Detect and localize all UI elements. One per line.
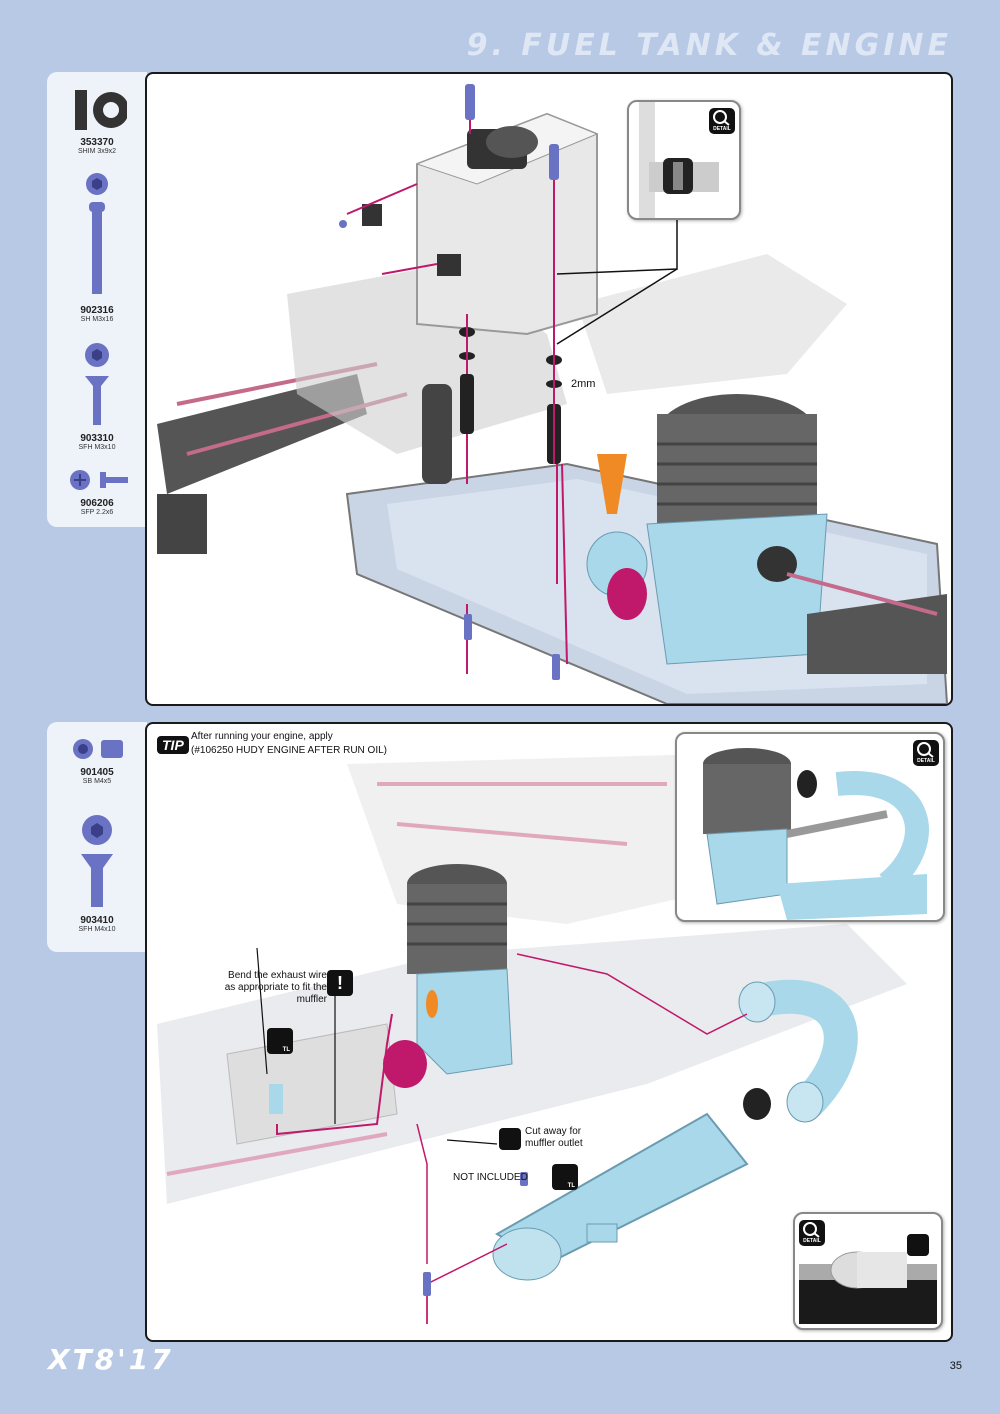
part-screw-sfp: 906206 SFP 2.2x6 <box>47 467 147 516</box>
assembly-step-exhaust: TIP After running your engine, apply (#1… <box>145 722 953 1342</box>
parts-column-top: 353370 SHIM 3x9x2 902316 SH M3x16 903310… <box>47 72 147 527</box>
muffler-outlet-detail-illustration <box>799 1251 937 1324</box>
part-desc: SHIM 3x9x2 <box>77 148 117 155</box>
magnifier-icon <box>917 742 934 758</box>
shim-detail-illustration <box>639 102 719 218</box>
warning-icon: ! <box>327 970 353 996</box>
threadlock-icon-2: TL <box>552 1164 578 1190</box>
detail-inset-engine-exhaust: DETAIL <box>675 732 945 922</box>
part-set-screw: 901405 SB M4x5 <box>47 736 147 785</box>
detail-icon: DETAIL <box>799 1220 825 1246</box>
part-code: 353370 <box>80 137 114 148</box>
part-code: 903410 <box>80 915 114 926</box>
page-title: 9. FUEL TANK & ENGINE <box>466 28 952 63</box>
part-screw-sfh-m4: 903410 SFH M4x10 <box>47 814 147 933</box>
part-screw-sfh-m3: 903310 SFH M3x10 <box>47 342 147 451</box>
part-code: 901405 <box>80 767 114 778</box>
part-code: 902316 <box>80 305 114 316</box>
part-desc: SH M3x16 <box>80 316 114 323</box>
magnifier-icon <box>803 1222 820 1238</box>
detail-icon: DETAIL <box>709 108 735 134</box>
cut-icon <box>499 1128 521 1150</box>
exhaust-wire-note: Bend the exhaust wire as appropriate to … <box>224 970 327 1005</box>
flat-head-screw-icon <box>81 815 113 907</box>
phillips-screw-icon <box>70 470 128 490</box>
socket-head-screw-icon <box>86 173 108 294</box>
detail-icon: DETAIL <box>913 740 939 766</box>
part-desc: SB M4x5 <box>82 778 112 785</box>
threadlock-icon: TL <box>267 1028 293 1054</box>
engine-exhaust-detail-illustration <box>703 748 929 920</box>
not-included-label: NOT INCLUDED <box>453 1172 528 1183</box>
parts-column-bottom: 901405 SB M4x5 903410 SFH M4x10 <box>47 722 147 952</box>
part-shim: 353370 SHIM 3x9x2 <box>47 86 147 155</box>
part-desc: SFH M3x10 <box>78 444 116 451</box>
set-screw-icon <box>73 739 123 759</box>
tip-text: After running your engine, apply (#10625… <box>191 730 387 758</box>
part-desc: SFP 2.2x6 <box>80 509 114 516</box>
tip-line-1: After running your engine, apply <box>191 731 333 742</box>
xt8-logo: XT8'17 <box>48 1343 174 1376</box>
cut-icon <box>907 1234 929 1256</box>
tip-line-2: (#106250 HUDY ENGINE AFTER RUN OIL) <box>191 745 387 756</box>
part-code: 903310 <box>80 433 114 444</box>
tip-badge: TIP <box>157 736 189 754</box>
part-code: 906206 <box>80 498 114 509</box>
cut-away-note: Cut away for muffler outlet <box>525 1126 583 1149</box>
magnifier-icon <box>713 110 730 126</box>
page-number: 35 <box>949 1360 962 1372</box>
flat-head-screw-icon <box>85 343 109 425</box>
part-screw-sh: 902316 SH M3x16 <box>47 172 147 323</box>
fuel-tank-assembly-illustration <box>157 84 949 704</box>
assembly-step-fuel-tank: 2mm DETAIL <box>145 72 953 706</box>
part-desc: SFH M4x10 <box>78 926 116 933</box>
detail-inset-muffler-outlet: DETAIL <box>793 1212 943 1330</box>
shim-icon <box>75 90 129 130</box>
detail-inset-shim: DETAIL <box>627 100 741 220</box>
spacer-thickness-label: 2mm <box>571 378 596 390</box>
